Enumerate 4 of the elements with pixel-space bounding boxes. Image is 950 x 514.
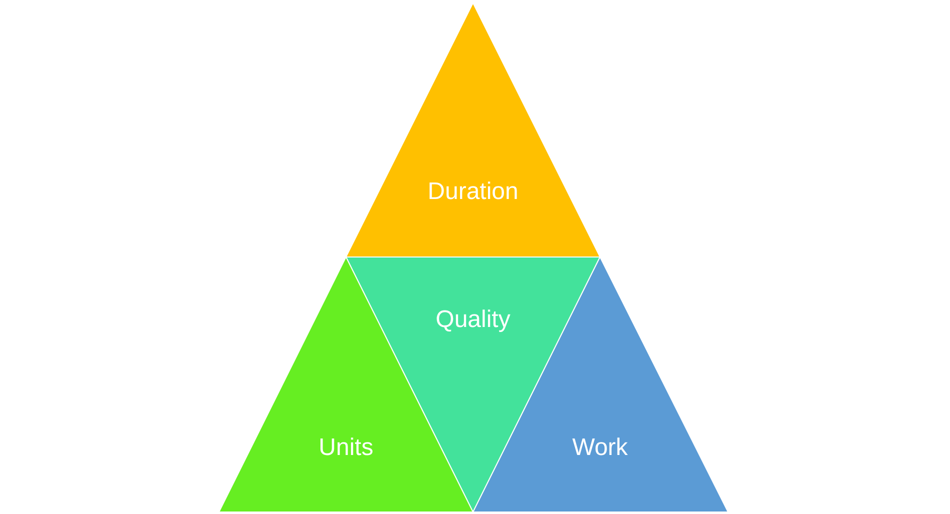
triangle-label: Units bbox=[318, 434, 374, 462]
triangle-label: Quality bbox=[436, 306, 510, 334]
triangle-label: Work bbox=[572, 434, 628, 462]
triangle-label: Duration bbox=[428, 178, 518, 206]
